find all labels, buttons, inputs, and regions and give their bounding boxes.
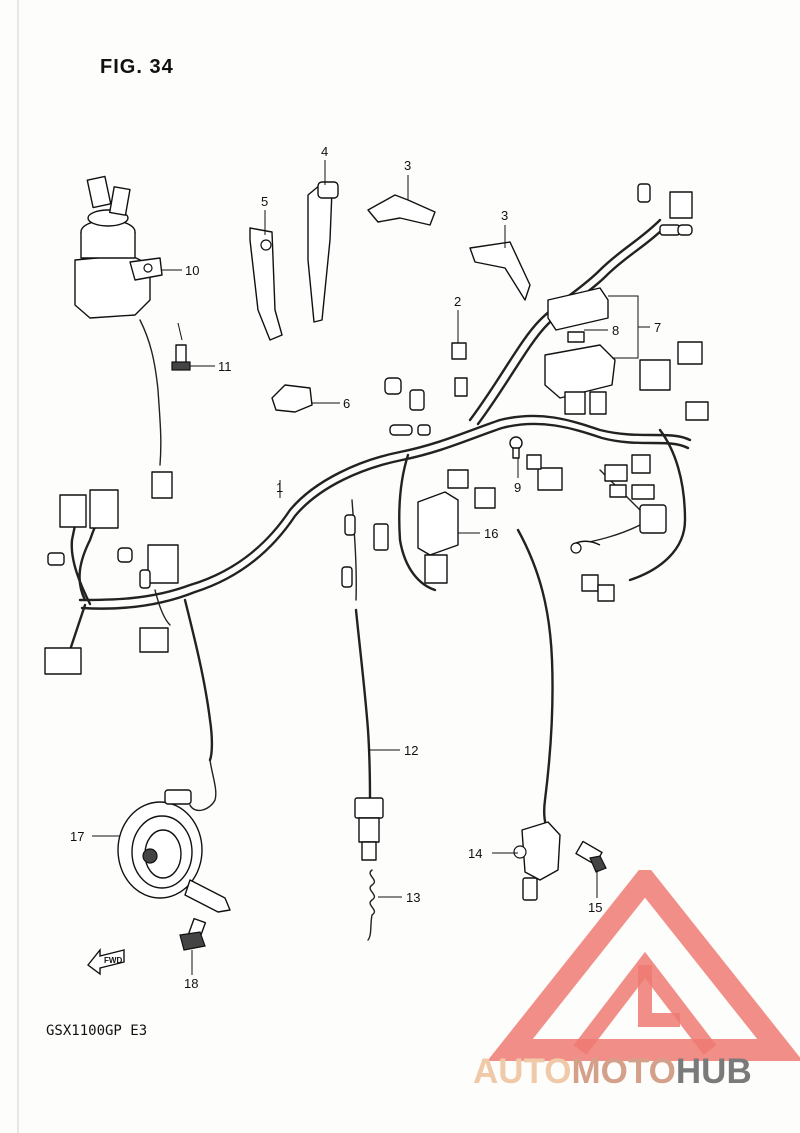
ignition-connector <box>151 471 173 499</box>
callout-18: 18 <box>184 976 198 991</box>
wire-clamp-6 <box>271 384 313 413</box>
watermark-hub: HUB <box>675 1052 752 1091</box>
watermark-auto: AUTO <box>473 1052 572 1091</box>
callout-15: 15 <box>588 900 602 915</box>
callout-12: 12 <box>404 743 418 758</box>
fwd-arrow-icon: FWD <box>87 948 125 976</box>
callout-16: 16 <box>484 526 498 541</box>
switch-14 <box>513 821 561 901</box>
fwd-label: FWD <box>104 956 122 965</box>
callout-6: 6 <box>343 396 350 411</box>
harness-band-4 <box>307 181 339 323</box>
fuse-box-assembly <box>544 287 639 415</box>
callout-5: 5 <box>261 194 268 209</box>
speed-sensor-12 <box>354 797 384 861</box>
callout-1: 1 <box>276 480 283 495</box>
figure-title: FIG. 34 <box>100 56 174 78</box>
callout-8: 8 <box>612 323 619 338</box>
callout-10: 10 <box>185 263 199 278</box>
ignition-switch <box>74 175 163 319</box>
callout-2: 2 <box>454 294 461 309</box>
screw-9 <box>509 436 523 459</box>
ignition-bolt <box>171 344 191 371</box>
cushion-3-lower <box>469 241 531 301</box>
callout-9: 9 <box>514 480 521 495</box>
horn-bolt-18 <box>179 917 207 951</box>
fuse-2 <box>451 342 468 397</box>
callout-3a: 3 <box>404 158 411 173</box>
automotohub-logo-icon <box>487 870 800 1061</box>
screw-15 <box>575 840 607 873</box>
left-connectors <box>44 489 179 675</box>
callout-4: 4 <box>321 144 328 159</box>
watermark-moto: MOTO <box>571 1052 676 1091</box>
center-connectors <box>341 377 496 588</box>
callout-11: 11 <box>218 359 232 374</box>
relay-16 <box>417 491 459 584</box>
callout-14: 14 <box>468 846 482 861</box>
upper-right-connectors <box>526 183 709 602</box>
callout-7: 7 <box>654 320 661 335</box>
callout-3b: 3 <box>501 208 508 223</box>
callout-leaders <box>92 160 650 975</box>
cushion-3-upper <box>367 194 436 226</box>
watermark-text: AUTOMOTOHUB <box>473 1052 752 1092</box>
horn-17 <box>117 789 231 913</box>
callout-17: 17 <box>70 829 84 844</box>
harness-clamp-5 <box>249 227 283 341</box>
spring-13 <box>367 869 376 941</box>
callout-labels: 1 2 3 3 4 5 6 7 8 9 10 11 12 13 14 15 16… <box>70 144 661 991</box>
callout-13: 13 <box>406 890 420 905</box>
model-code-label: GSX1100GP E3 <box>46 1023 148 1039</box>
